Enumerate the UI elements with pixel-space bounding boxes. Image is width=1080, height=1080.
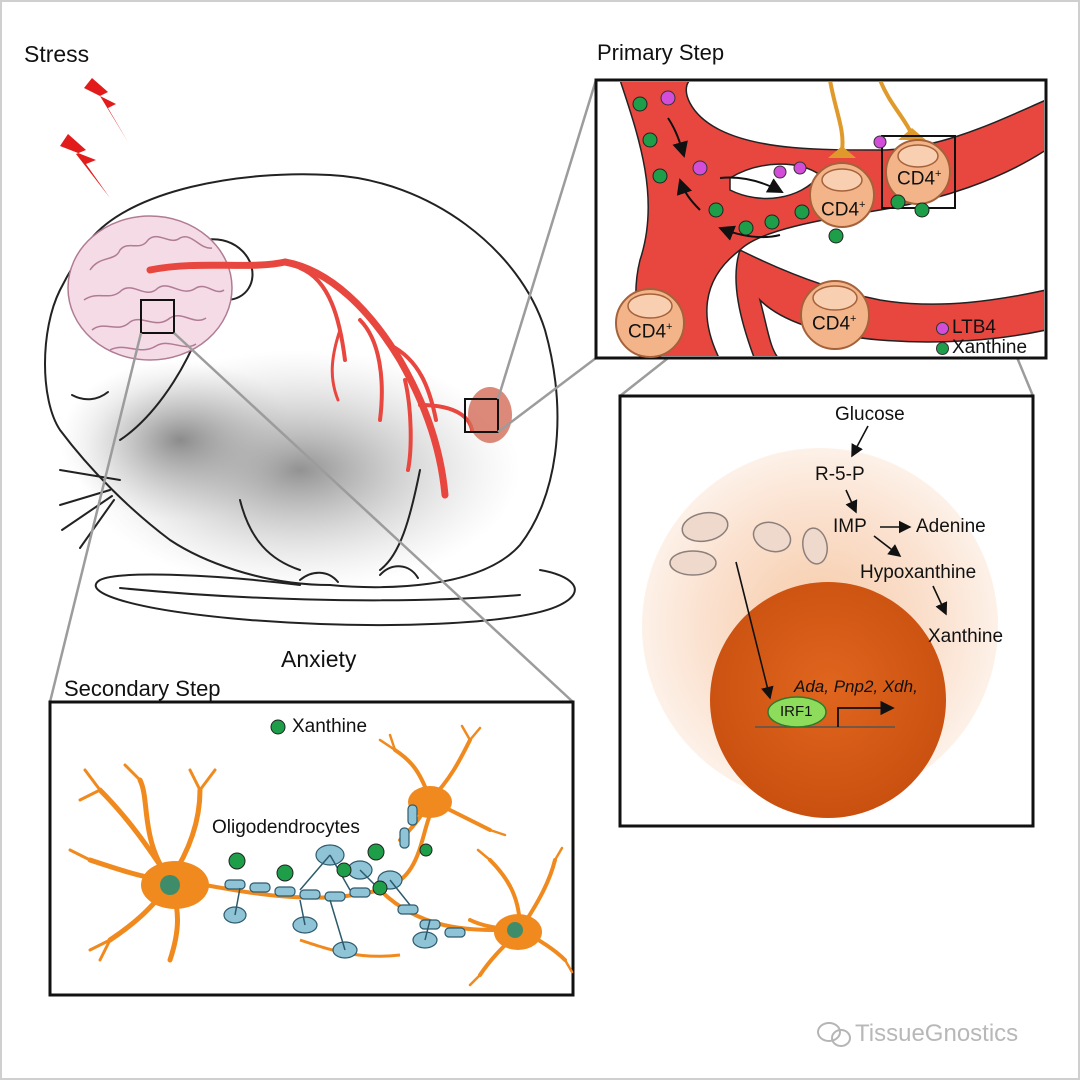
node-imp: IMP bbox=[833, 516, 867, 537]
node-glucose: Glucose bbox=[835, 404, 905, 425]
irf1-oval bbox=[767, 696, 827, 728]
brain-zoom-box bbox=[140, 299, 175, 334]
cd4-cell bbox=[885, 139, 951, 205]
brain-icon bbox=[67, 215, 233, 361]
cd4-label: CD4+ bbox=[821, 199, 866, 221]
node-xanthine: Xanthine bbox=[928, 626, 1004, 647]
secondary-step-panel bbox=[48, 700, 575, 997]
astrocyte-cell bbox=[468, 846, 574, 987]
gene-label: Ada, Pnp2, Xdh, bbox=[794, 677, 918, 696]
legend-xanthine-swatch bbox=[936, 341, 949, 355]
legend-xanthine: Xanthine bbox=[936, 337, 1027, 359]
astrocyte-cell bbox=[378, 724, 507, 842]
xanthine-dots bbox=[228, 719, 433, 896]
primary-step-title: Primary Step bbox=[597, 40, 725, 65]
legend-ltb4-swatch bbox=[936, 321, 949, 335]
node-hypoxanthine: Hypoxanthine bbox=[860, 562, 977, 583]
nucleus bbox=[710, 582, 946, 818]
xanthine-dots bbox=[632, 96, 930, 244]
transcription-arrow bbox=[837, 700, 895, 727]
legend-ltb4: LTB4 bbox=[936, 317, 996, 339]
cd4-cell bbox=[800, 280, 870, 350]
ltb4-dots bbox=[660, 90, 887, 179]
lymph-node bbox=[468, 387, 512, 443]
oligodendrocytes-label: Oligodendrocytes bbox=[212, 817, 360, 838]
lightning-bolt-icon bbox=[60, 78, 128, 198]
node-zoom-box bbox=[464, 398, 499, 433]
cd4-label: CD4+ bbox=[897, 168, 942, 190]
astrocyte-cell bbox=[68, 763, 217, 963]
primary-step-panel bbox=[594, 78, 1048, 360]
secondary-step-title: Secondary Step bbox=[64, 676, 221, 701]
node-adenine: Adenine bbox=[916, 516, 986, 537]
node-r5p: R-5-P bbox=[815, 464, 865, 485]
irf1-label: IRF1 bbox=[780, 703, 813, 720]
anxiety-label: Anxiety bbox=[281, 646, 357, 672]
secondary-legend-xanthine: Xanthine bbox=[292, 716, 368, 737]
blood-vessel bbox=[146, 258, 474, 499]
chat-bubble-icon bbox=[817, 1022, 851, 1047]
pathway-panel bbox=[618, 394, 1035, 828]
cd4-cell bbox=[615, 288, 685, 358]
cd4-cell bbox=[809, 162, 875, 228]
cd4-label: CD4+ bbox=[812, 313, 857, 335]
granules bbox=[669, 511, 828, 576]
stress-label: Stress bbox=[24, 41, 90, 67]
cd4-label: CD4+ bbox=[628, 321, 673, 343]
watermark: TissueGnostics bbox=[855, 1020, 1019, 1047]
